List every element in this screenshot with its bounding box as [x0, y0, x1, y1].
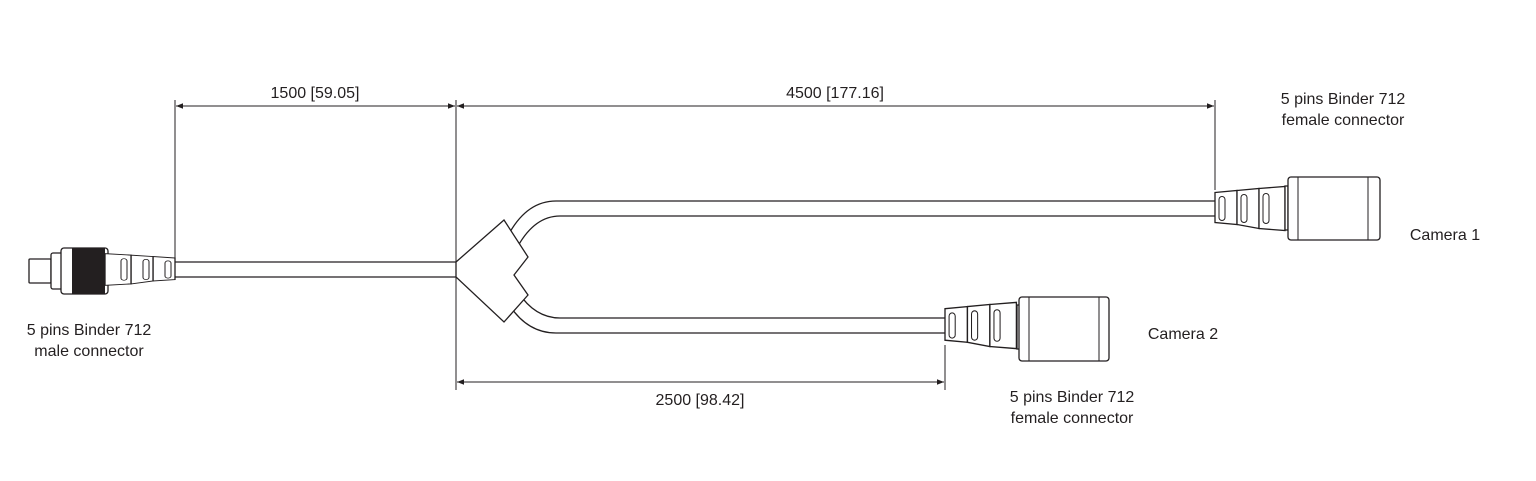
camera2-branch-cable	[509, 291, 945, 334]
male-connector-label-1: 5 pins Binder 712	[27, 322, 152, 339]
female-connector-1-label-2: female connector	[1282, 112, 1405, 129]
black-band	[72, 248, 105, 294]
extension-lines	[174, 100, 1216, 390]
female-connector-1-label-1: 5 pins Binder 712	[1281, 91, 1406, 108]
y-splitter	[455, 219, 529, 323]
camera1-branch-cable	[509, 200, 1215, 247]
male-connector	[28, 247, 176, 295]
camera2-label: Camera 2	[1148, 326, 1218, 343]
dimension-camera1: 4500 [177.16]	[786, 85, 884, 102]
female-connector-2-label-1: 5 pins Binder 712	[1010, 389, 1135, 406]
female-connector-camera2	[944, 296, 1110, 362]
dimension-camera2: 2500 [98.42]	[656, 392, 745, 409]
female-connector-2-label-2: female connector	[1011, 410, 1134, 427]
male-connector-label-2: male connector	[34, 343, 144, 360]
camera1-label: Camera 1	[1410, 227, 1480, 244]
dimension-main: 1500 [59.05]	[271, 85, 360, 102]
female-connector-camera1	[1214, 176, 1381, 241]
main-cable	[175, 261, 458, 278]
